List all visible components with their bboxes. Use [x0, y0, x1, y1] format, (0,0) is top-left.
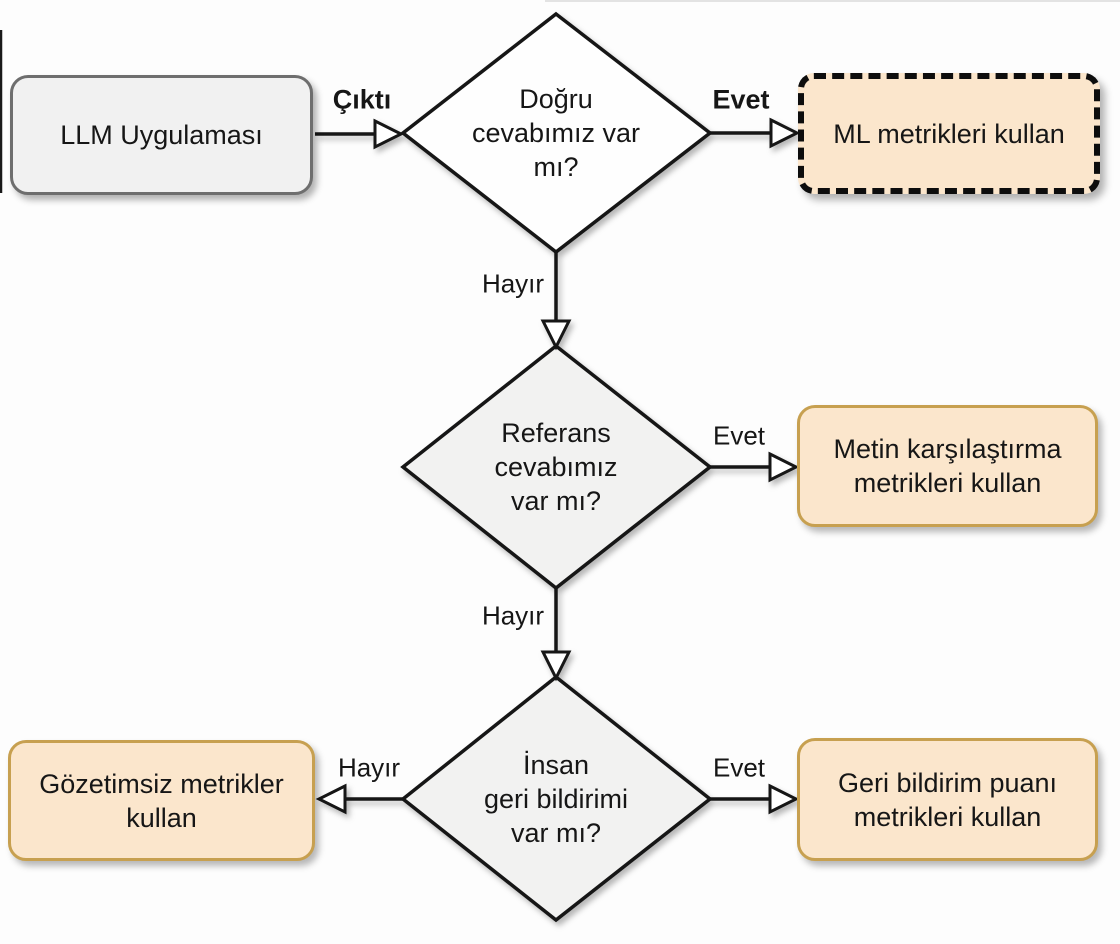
arrowhead-right-1 — [373, 118, 405, 150]
decision-correct-text: Doğru cevabımız var mı? — [472, 82, 640, 184]
edge-label-output: Çıktı — [332, 84, 392, 115]
node-ml-metrics: ML metrikleri kullan — [798, 73, 1100, 194]
arrowhead-right-3 — [768, 451, 800, 483]
decision-human-line3: var mı? — [510, 818, 602, 848]
decision-reference-line2: cevabımız — [494, 452, 618, 482]
decision-correct-line1: Doğru — [519, 84, 593, 114]
arrowhead-right-2 — [769, 117, 801, 149]
arrowhead-left-1 — [315, 783, 347, 815]
node-ml-metrics-label: ML metrikleri kullan — [833, 118, 1065, 149]
node-unsupervised-line1: Gözetimsiz metrikler — [39, 768, 284, 799]
node-unsupervised-line2: kullan — [126, 802, 197, 833]
decision-correct-line2: cevabımız var — [471, 118, 641, 148]
arrowhead-down-2 — [540, 650, 572, 682]
node-text-compare-metrics: Metin karşılaştırma metrikleri kullan — [797, 405, 1098, 527]
node-text-compare-line2: metrikleri kullan — [853, 468, 1042, 498]
edge-label-no-second: Hayır — [481, 600, 545, 631]
arrowhead-right-4 — [768, 783, 800, 815]
arrowhead-down-1 — [540, 319, 572, 351]
edge-label-no-bottom: Hayır — [337, 752, 401, 783]
node-text-compare-line1: Metin karşılaştırma — [833, 434, 1062, 464]
node-feedback-score-line1: Geri bildirim puanı — [837, 767, 1058, 798]
edge-label-yes-mid: Evet — [712, 420, 766, 451]
decision-human-text: İnsan geri bildirimi var mı? — [484, 748, 628, 850]
decision-reference-line3: var mı? — [510, 486, 602, 516]
decision-human-line1: İnsan — [522, 750, 590, 780]
decision-reference-line1: Referans — [501, 418, 611, 448]
decision-reference-text: Referans cevabımız var mı? — [494, 416, 617, 518]
flow-arrows — [315, 131, 773, 801]
node-feedback-score-metrics: Geri bildirim puanı metrikleri kullan — [797, 738, 1098, 861]
edge-label-yes-bottom: Evet — [712, 752, 766, 783]
edge-label-no-first: Hayır — [481, 268, 545, 299]
node-llm-app: LLM Uygulaması — [10, 75, 313, 195]
edge-label-yes-top: Evet — [712, 84, 770, 115]
decision-human-diamond — [400, 674, 713, 923]
decision-human-line2: geri bildirimi — [483, 784, 629, 814]
node-feedback-score-line2: metrikleri kullan — [853, 801, 1042, 832]
arrowheads — [315, 117, 801, 815]
decision-correct-line3: mı? — [533, 152, 579, 182]
node-unsupervised-metrics: Gözetimsiz metrikler kullan — [8, 740, 315, 861]
node-llm-app-label: LLM Uygulaması — [60, 120, 263, 150]
